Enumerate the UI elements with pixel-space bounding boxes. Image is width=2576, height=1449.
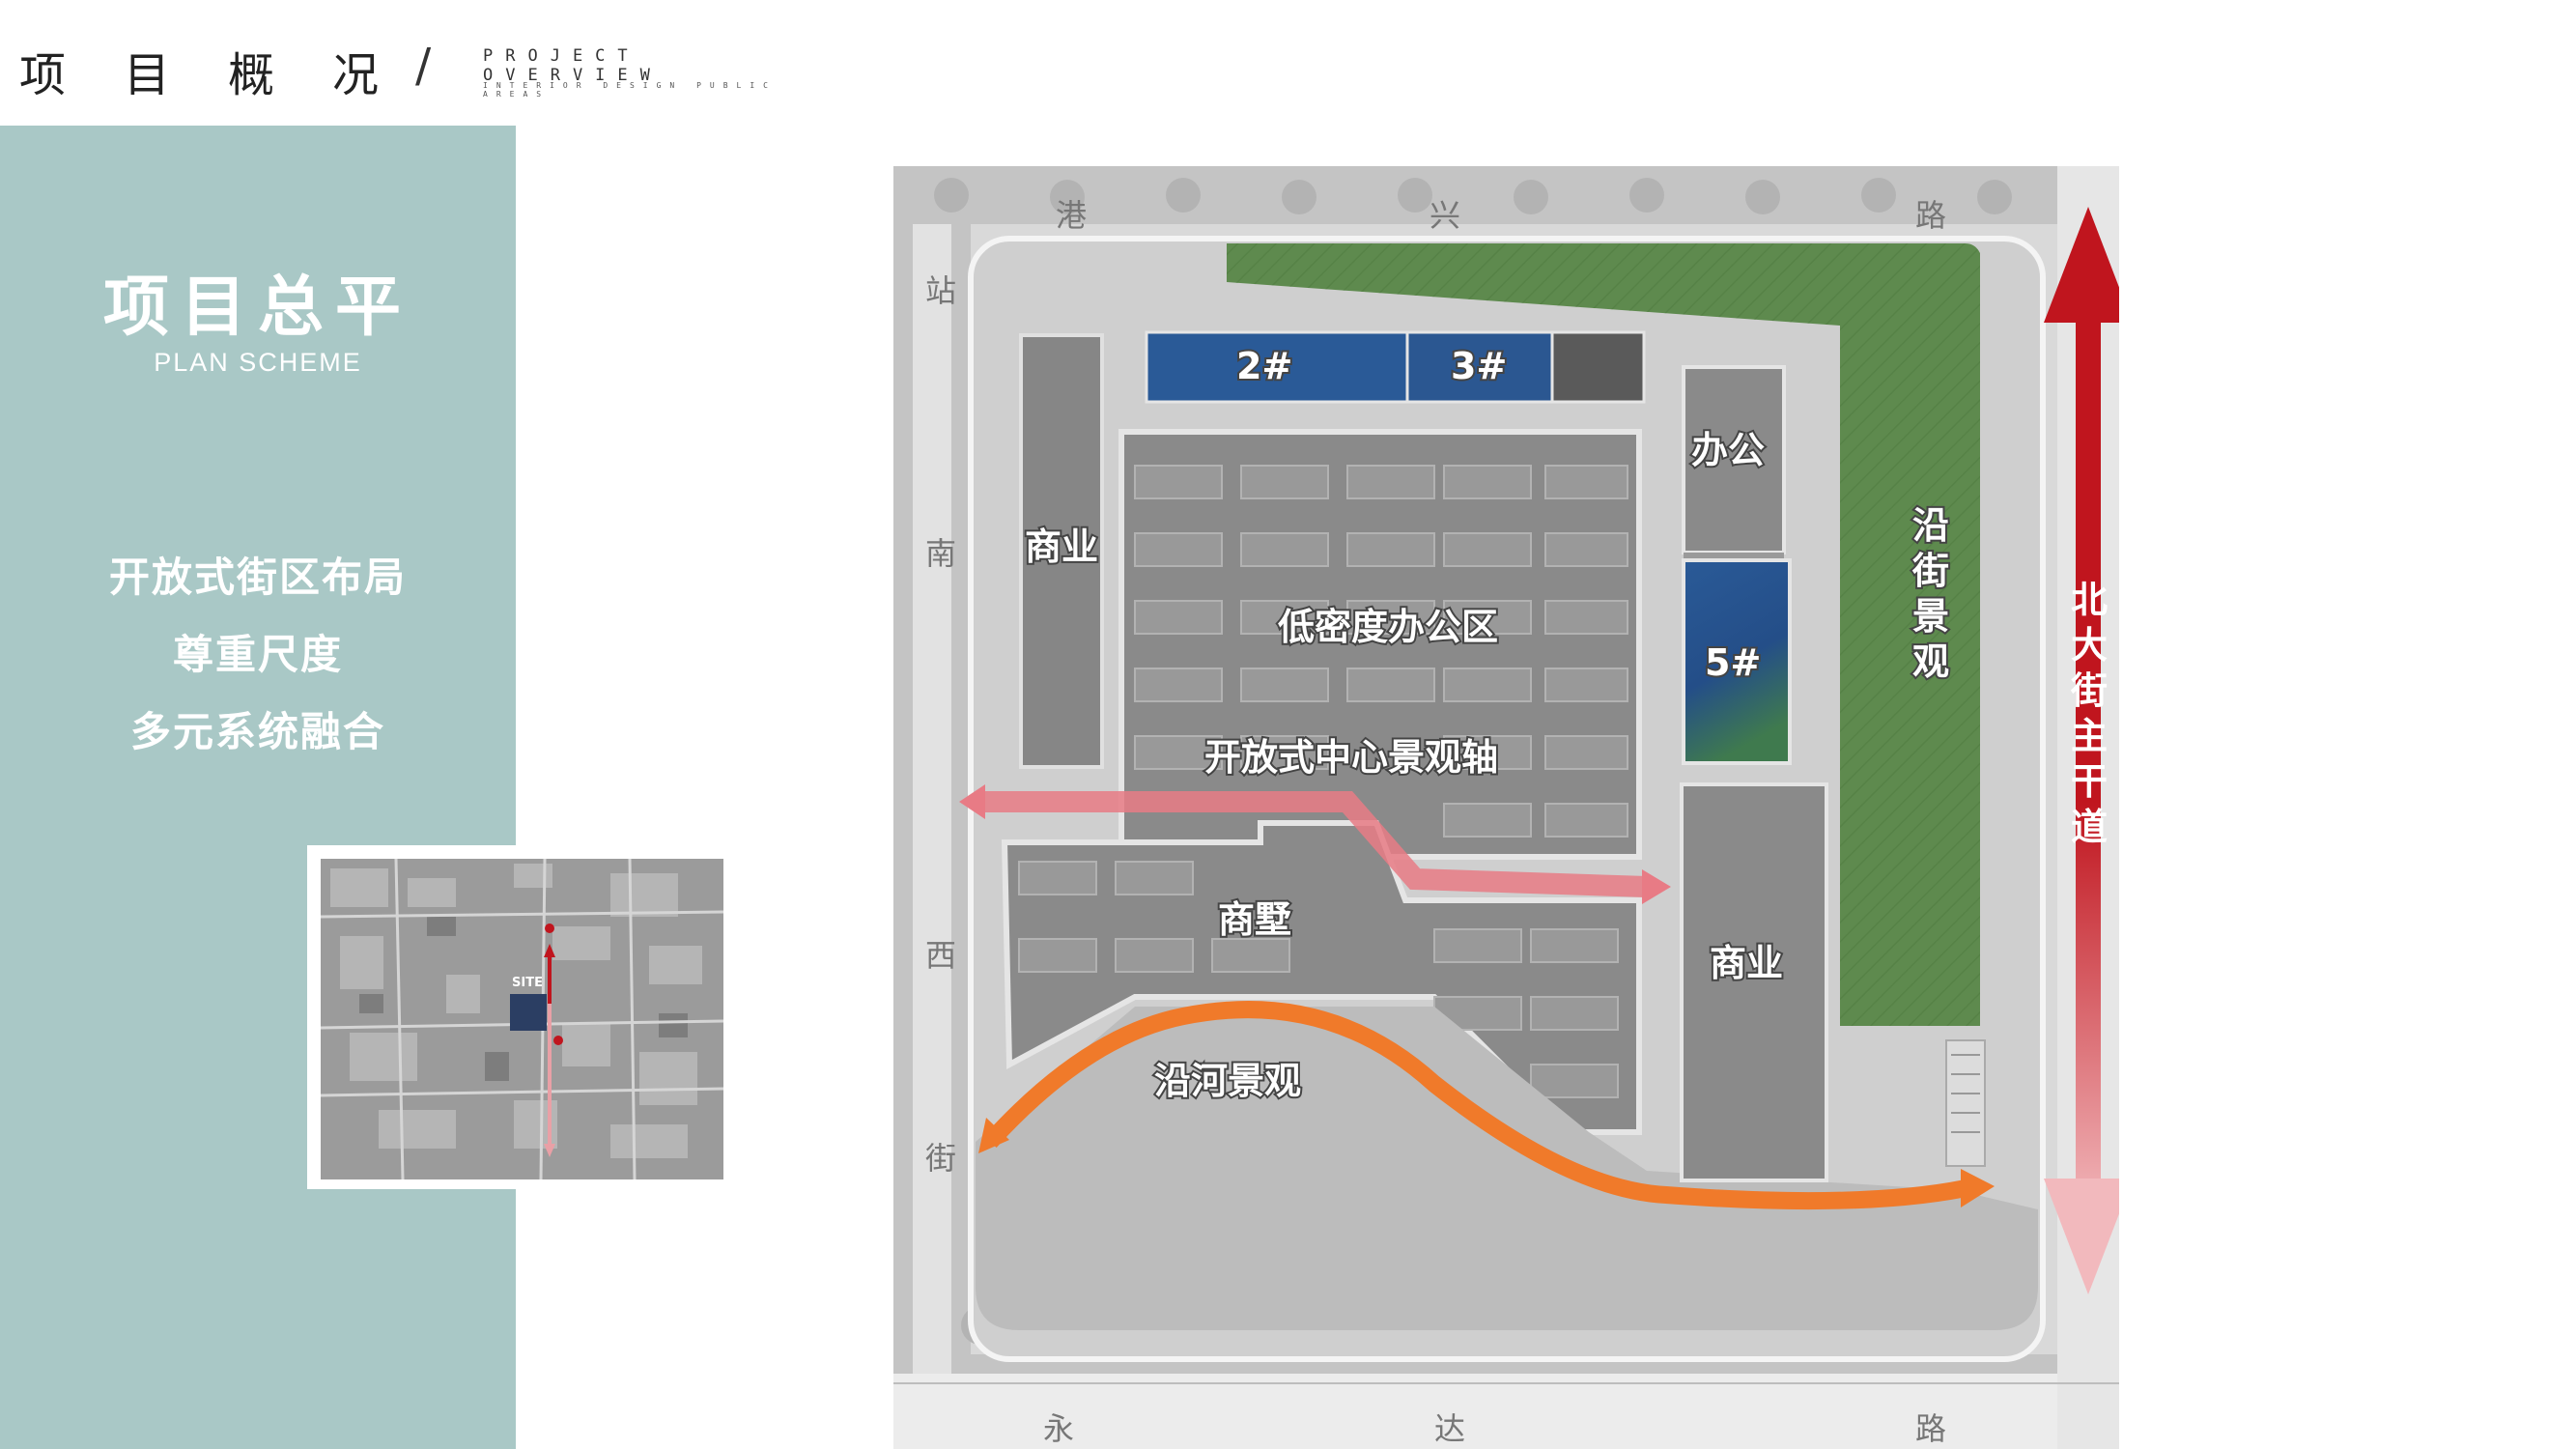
road-label-south: 永 — [1043, 1410, 1074, 1447]
main-road-arrow — [2076, 292, 2101, 1219]
commercial-east-zone — [1680, 782, 1828, 1182]
road-label-north: 港 — [1056, 197, 1087, 234]
label-central-axis: 开放式中心景观轴 — [1204, 736, 1498, 779]
page-title-english: PROJECT OVERVIEW — [483, 46, 663, 85]
label-main-road: 北 — [2071, 579, 2108, 621]
river-zone — [976, 1007, 2038, 1330]
header: 项目概况 / PROJECT OVERVIEW INTERIOR DESIGN … — [0, 0, 831, 126]
road-label-west: 西 — [925, 937, 956, 974]
river-landscape-arrow — [983, 1001, 1967, 1210]
feature-list: 开放式街区布局 尊重尺度 多元系统融合 — [0, 539, 516, 771]
label-main-road: 大 — [2071, 624, 2108, 667]
label-building-2: 2# — [1236, 345, 1292, 387]
label-street-landscape: 街 — [1911, 550, 1949, 592]
site-marker — [510, 994, 547, 1031]
label-commercial-east: 商业 — [1710, 942, 1783, 984]
page-title: 项目概况 — [19, 48, 438, 102]
label-main-road: 主 — [2071, 715, 2108, 757]
location-pin — [553, 1036, 563, 1045]
road-label-west: 街 — [925, 1140, 956, 1177]
road-label-south: 路 — [1915, 1410, 1946, 1447]
label-building-5: 5# — [1705, 641, 1761, 684]
road-label-west: 南 — [925, 535, 956, 572]
commercial-west-zone — [1019, 333, 1104, 769]
label-villas: 商墅 — [1218, 898, 1291, 941]
building-2 — [1145, 330, 1409, 404]
label-main-road: 干 — [2071, 760, 2108, 803]
label-low-density-office: 低密度办公区 — [1278, 606, 1498, 648]
page-subtitle-english: INTERIOR DESIGN PUBLIC AREAS — [483, 81, 777, 99]
site-plan: 港 兴 路 永 达 路 站 南 西 街 2# 3# 5# 办公 商业 商业 低密… — [893, 166, 2119, 1449]
site-plan-drawing: 港 兴 路 永 达 路 站 南 西 街 2# 3# 5# 办公 商业 商业 低密… — [893, 166, 2119, 1449]
site-label: SITE — [512, 976, 543, 990]
label-commercial-west: 商业 — [1025, 526, 1098, 568]
building-3 — [1405, 330, 1554, 404]
label-river-landscape: 沿河景观 — [1154, 1060, 1301, 1102]
label-street-landscape: 景 — [1912, 595, 1949, 638]
feature-item: 尊重尺度 — [172, 631, 343, 678]
road-label-north: 路 — [1915, 197, 1946, 234]
road-label-north: 兴 — [1430, 197, 1460, 234]
road-label-west: 站 — [925, 272, 956, 309]
location-pin — [545, 923, 554, 933]
building-5 — [1682, 558, 1792, 765]
label-street-landscape: 沿 — [1912, 504, 1949, 547]
sidebar — [0, 0, 516, 1449]
section-subtitle: PLAN SCHEME — [154, 348, 362, 377]
feature-item: 开放式街区布局 — [108, 554, 407, 601]
label-main-road: 街 — [2070, 669, 2108, 712]
label-main-road: 道 — [2071, 806, 2108, 848]
label-street-landscape: 观 — [1912, 640, 1949, 683]
low-density-office-zone — [1118, 429, 1642, 860]
location-inset-map: SITE — [307, 845, 723, 1189]
section-title: 项目总平 — [102, 270, 412, 346]
aerial-map: SITE — [321, 859, 723, 1179]
road-label-south: 达 — [1434, 1410, 1465, 1447]
villa-zone — [1001, 820, 1642, 1135]
label-office: 办公 — [1691, 429, 1765, 471]
label-building-3: 3# — [1451, 345, 1507, 387]
central-axis-arrow — [976, 791, 1648, 897]
title-separator: / — [415, 39, 432, 93]
feature-item: 多元系统融合 — [129, 708, 385, 755]
